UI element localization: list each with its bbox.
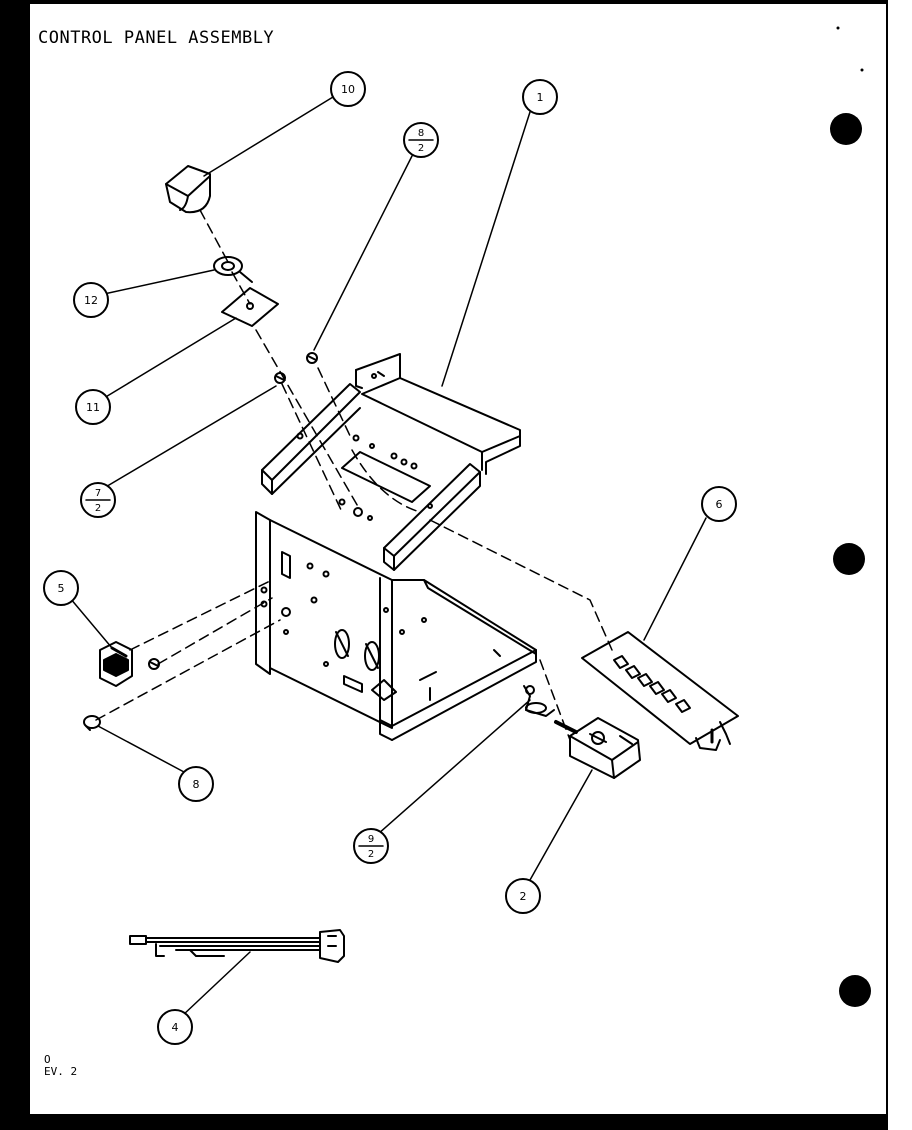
callout-8: 8 — [178, 766, 214, 802]
callout-12: 12 — [73, 282, 109, 318]
control-panel-frame — [255, 383, 537, 741]
rocker-switch-part — [99, 641, 133, 687]
binder-hole-bottom — [839, 975, 871, 1007]
callout-12-label: 12 — [84, 294, 98, 307]
callout-10-label: 10 — [341, 83, 355, 96]
callout-9-2: 9 2 — [353, 828, 389, 864]
switch-screw-part — [148, 658, 160, 670]
circuit-board-part — [581, 631, 739, 751]
callout-8-2: 8 2 — [403, 122, 439, 158]
callout-11-label: 11 — [86, 401, 100, 414]
callout-8-2-top: 8 — [418, 128, 424, 139]
callout-5-label: 5 — [58, 582, 65, 595]
indicator-light-part — [83, 715, 101, 731]
callout-2: 2 — [505, 878, 541, 914]
callout-1: 1 — [522, 79, 558, 115]
wire-harness-part — [129, 929, 345, 963]
top-bracket-part — [355, 353, 521, 475]
binder-hole-middle — [833, 543, 865, 575]
callout-5: 5 — [43, 570, 79, 606]
frame-screws — [274, 352, 555, 717]
label-plate-part — [221, 287, 279, 327]
callout-11: 11 — [75, 389, 111, 425]
binder-hole-top — [830, 113, 862, 145]
callout-7-2-bottom: 2 — [95, 503, 101, 514]
knob-part — [165, 165, 211, 214]
callout-10: 10 — [330, 71, 366, 107]
callout-6-label: 6 — [716, 498, 723, 511]
revision-line-1: O — [44, 1053, 51, 1066]
assembly-lines — [95, 209, 613, 741]
drawing-sheet — [30, 4, 886, 1114]
callout-4: 4 — [157, 1009, 193, 1045]
callout-6: 6 — [701, 486, 737, 522]
revision-note: O EV. 2 — [44, 1054, 77, 1078]
callout-2-label: 2 — [520, 890, 527, 903]
scan-edge — [888, 0, 912, 1130]
callout-8-2-bottom: 2 — [418, 143, 424, 154]
drawing-title: CONTROL PANEL ASSEMBLY — [38, 28, 275, 48]
scan-specks — [836, 26, 864, 72]
callout-1-label: 1 — [537, 91, 544, 104]
callout-9-2-bottom: 2 — [368, 849, 374, 860]
revision-line-2: EV. 2 — [44, 1065, 78, 1078]
callout-9-2-top: 9 — [368, 834, 374, 845]
thermostat-part — [554, 717, 641, 779]
callout-4-label: 4 — [172, 1021, 179, 1034]
washer-part — [213, 256, 253, 283]
leader-lines — [69, 96, 707, 1017]
callout-7-2-top: 7 — [95, 488, 101, 499]
callout-8-label: 8 — [193, 778, 200, 791]
callout-7-2: 7 2 — [80, 482, 116, 518]
